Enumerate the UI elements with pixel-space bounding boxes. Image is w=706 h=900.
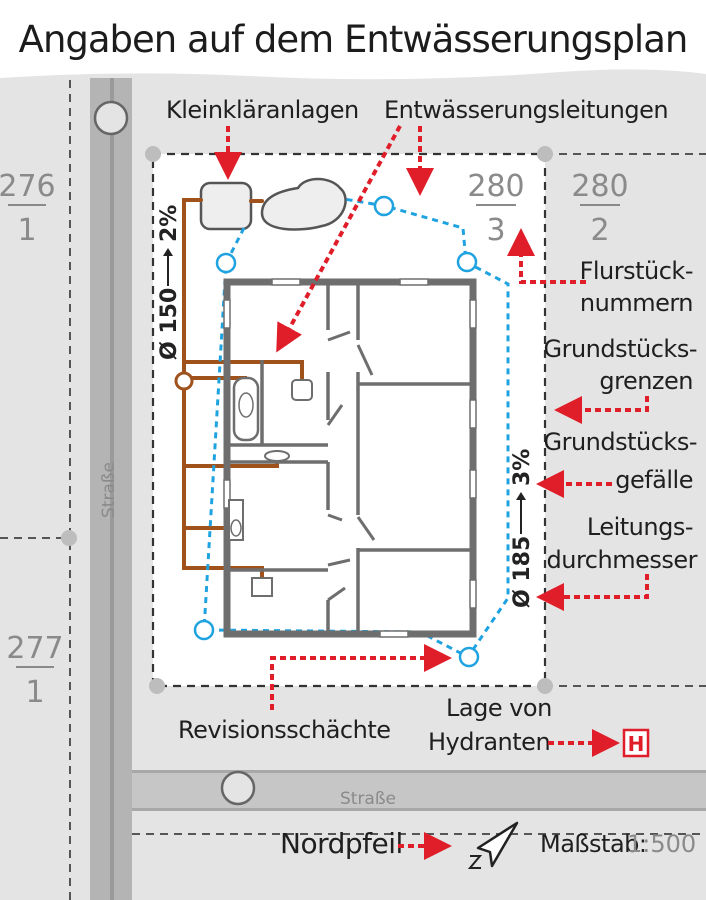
label-grundstuecksgrenzen-1: Grundstücks- [543,335,697,363]
north-arrow-icon [467,821,519,869]
septic-tank [199,181,253,231]
boundary-marker [145,146,161,162]
street-horizontal [132,770,706,810]
label-grundstuecksgefaelle-2: gefälle [615,466,693,494]
parcel-number-top: 280 [571,169,628,204]
left-pipe-annotation: Ø 150 2% [157,205,182,360]
hydrant-icon [622,728,650,758]
parcel-number-280-2: 280 2 [571,169,628,248]
arrow-flurstuecknummern [507,228,586,284]
bathtub [232,376,260,442]
diagram-title: Angaben auf dem Entwässerungsplan [19,18,688,61]
label-revisionsschaechte: Revisionsschächte [178,716,391,744]
label-entwaesserungsleitungen: Entwässerungsleitungen [384,96,668,124]
inspection-shaft [373,195,395,217]
label-flurstuecknummern-2: nummern [580,289,693,317]
storm-water-pipe [202,197,510,659]
parcel-number-bottom: 2 [590,213,609,248]
arrow-entwaesserungsleitungen-diag [276,125,402,353]
bathtub-inner [238,392,254,418]
parcel-number-276-1: 276 1 [0,169,56,248]
label-kleinklaeranlagen: Kleinkläranlagen [166,96,359,124]
septic-pond [260,177,347,231]
label-leitungsdurchmesser-1: Leitungs- [587,513,693,541]
label-grundstuecksgrenzen-2: grenzen [599,367,693,395]
inspection-shaft [456,251,478,273]
massstab-value: 1:500 [627,830,696,858]
boundary-marker [537,678,553,694]
boundary-marker [537,146,553,162]
parcel-number-bottom: 1 [25,675,44,710]
property-area [151,152,547,688]
parcel-number-top: 277 [6,631,63,666]
label-nordpfeil: Nordpfeil [280,827,403,860]
label-hydranten-2: Hydranten [428,728,550,756]
hydrant-symbol-text: H [628,732,645,756]
label-grundstuecksgefaelle-1: Grundstücks- [543,428,697,456]
street-horizontal-edge [132,770,706,773]
brown-pipe-inspection-shaft [174,371,194,391]
parcel-number-280-3: 280 3 [467,169,524,248]
right-pipe-annotation: Ø 185 3% [510,449,535,608]
callout-arrows [214,125,649,757]
title-band [0,0,706,80]
parcel-number-top: 280 [467,169,524,204]
interior-walls [227,282,473,634]
parcel-number-bottom: 3 [486,213,505,248]
street-label-vertical: Straße [99,462,119,518]
right-pipe-slope: 3% [510,449,535,486]
floor-drain [251,577,273,597]
door-swings [326,330,376,602]
left-pipe-diameter: Ø 150 [157,288,182,360]
sink [291,379,313,401]
street-label-horizontal: Straße [340,789,396,809]
wc [264,450,290,462]
street-manhole-bottom [220,770,256,806]
arrow-leitungsdurchmesser [536,574,649,611]
house-outer-walls [223,278,477,638]
label-leitungsdurchmesser-2: durchmesser [547,546,698,574]
label-hydranten-1: Lage von [446,694,552,722]
street-manhole-top [93,100,129,136]
windows [223,278,477,638]
arrow-grundstuecksgrenzen [554,396,649,424]
inspection-shaft [458,646,480,668]
inspection-shaft [193,619,215,641]
parcel-number-top: 276 [0,169,56,204]
house-floor-plan [223,278,477,638]
arrow-revisionsschaechte [270,644,452,710]
boundary-marker-left [61,530,77,546]
kitchen-basin [230,519,242,537]
inspection-shaft [215,252,237,274]
boundary-marker [149,678,165,694]
label-flurstuecknummern-1: Flurstück- [580,257,693,285]
parcel-number-bottom: 1 [17,213,36,248]
label-massstab: Maßstab: [540,830,646,858]
street-vertical-edge [110,78,114,900]
left-pipe-slope: 2% [157,205,182,242]
street-horizontal-edge-lower [132,808,706,811]
right-pipe-diameter: Ø 185 [510,536,535,608]
parcel-number-277-1: 277 1 [6,631,63,710]
